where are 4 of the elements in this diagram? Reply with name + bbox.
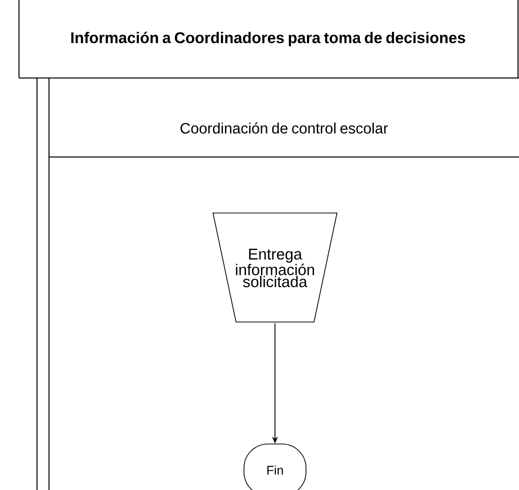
- pool-title: Información a Coordinadores para toma de decisiones: [71, 32, 466, 46]
- terminator: Fin: [244, 444, 306, 490]
- manual-operation-trapezoid: Entrega información solicitada: [212, 212, 338, 322]
- lane-header: Coordinación de control escolar: [180, 122, 388, 134]
